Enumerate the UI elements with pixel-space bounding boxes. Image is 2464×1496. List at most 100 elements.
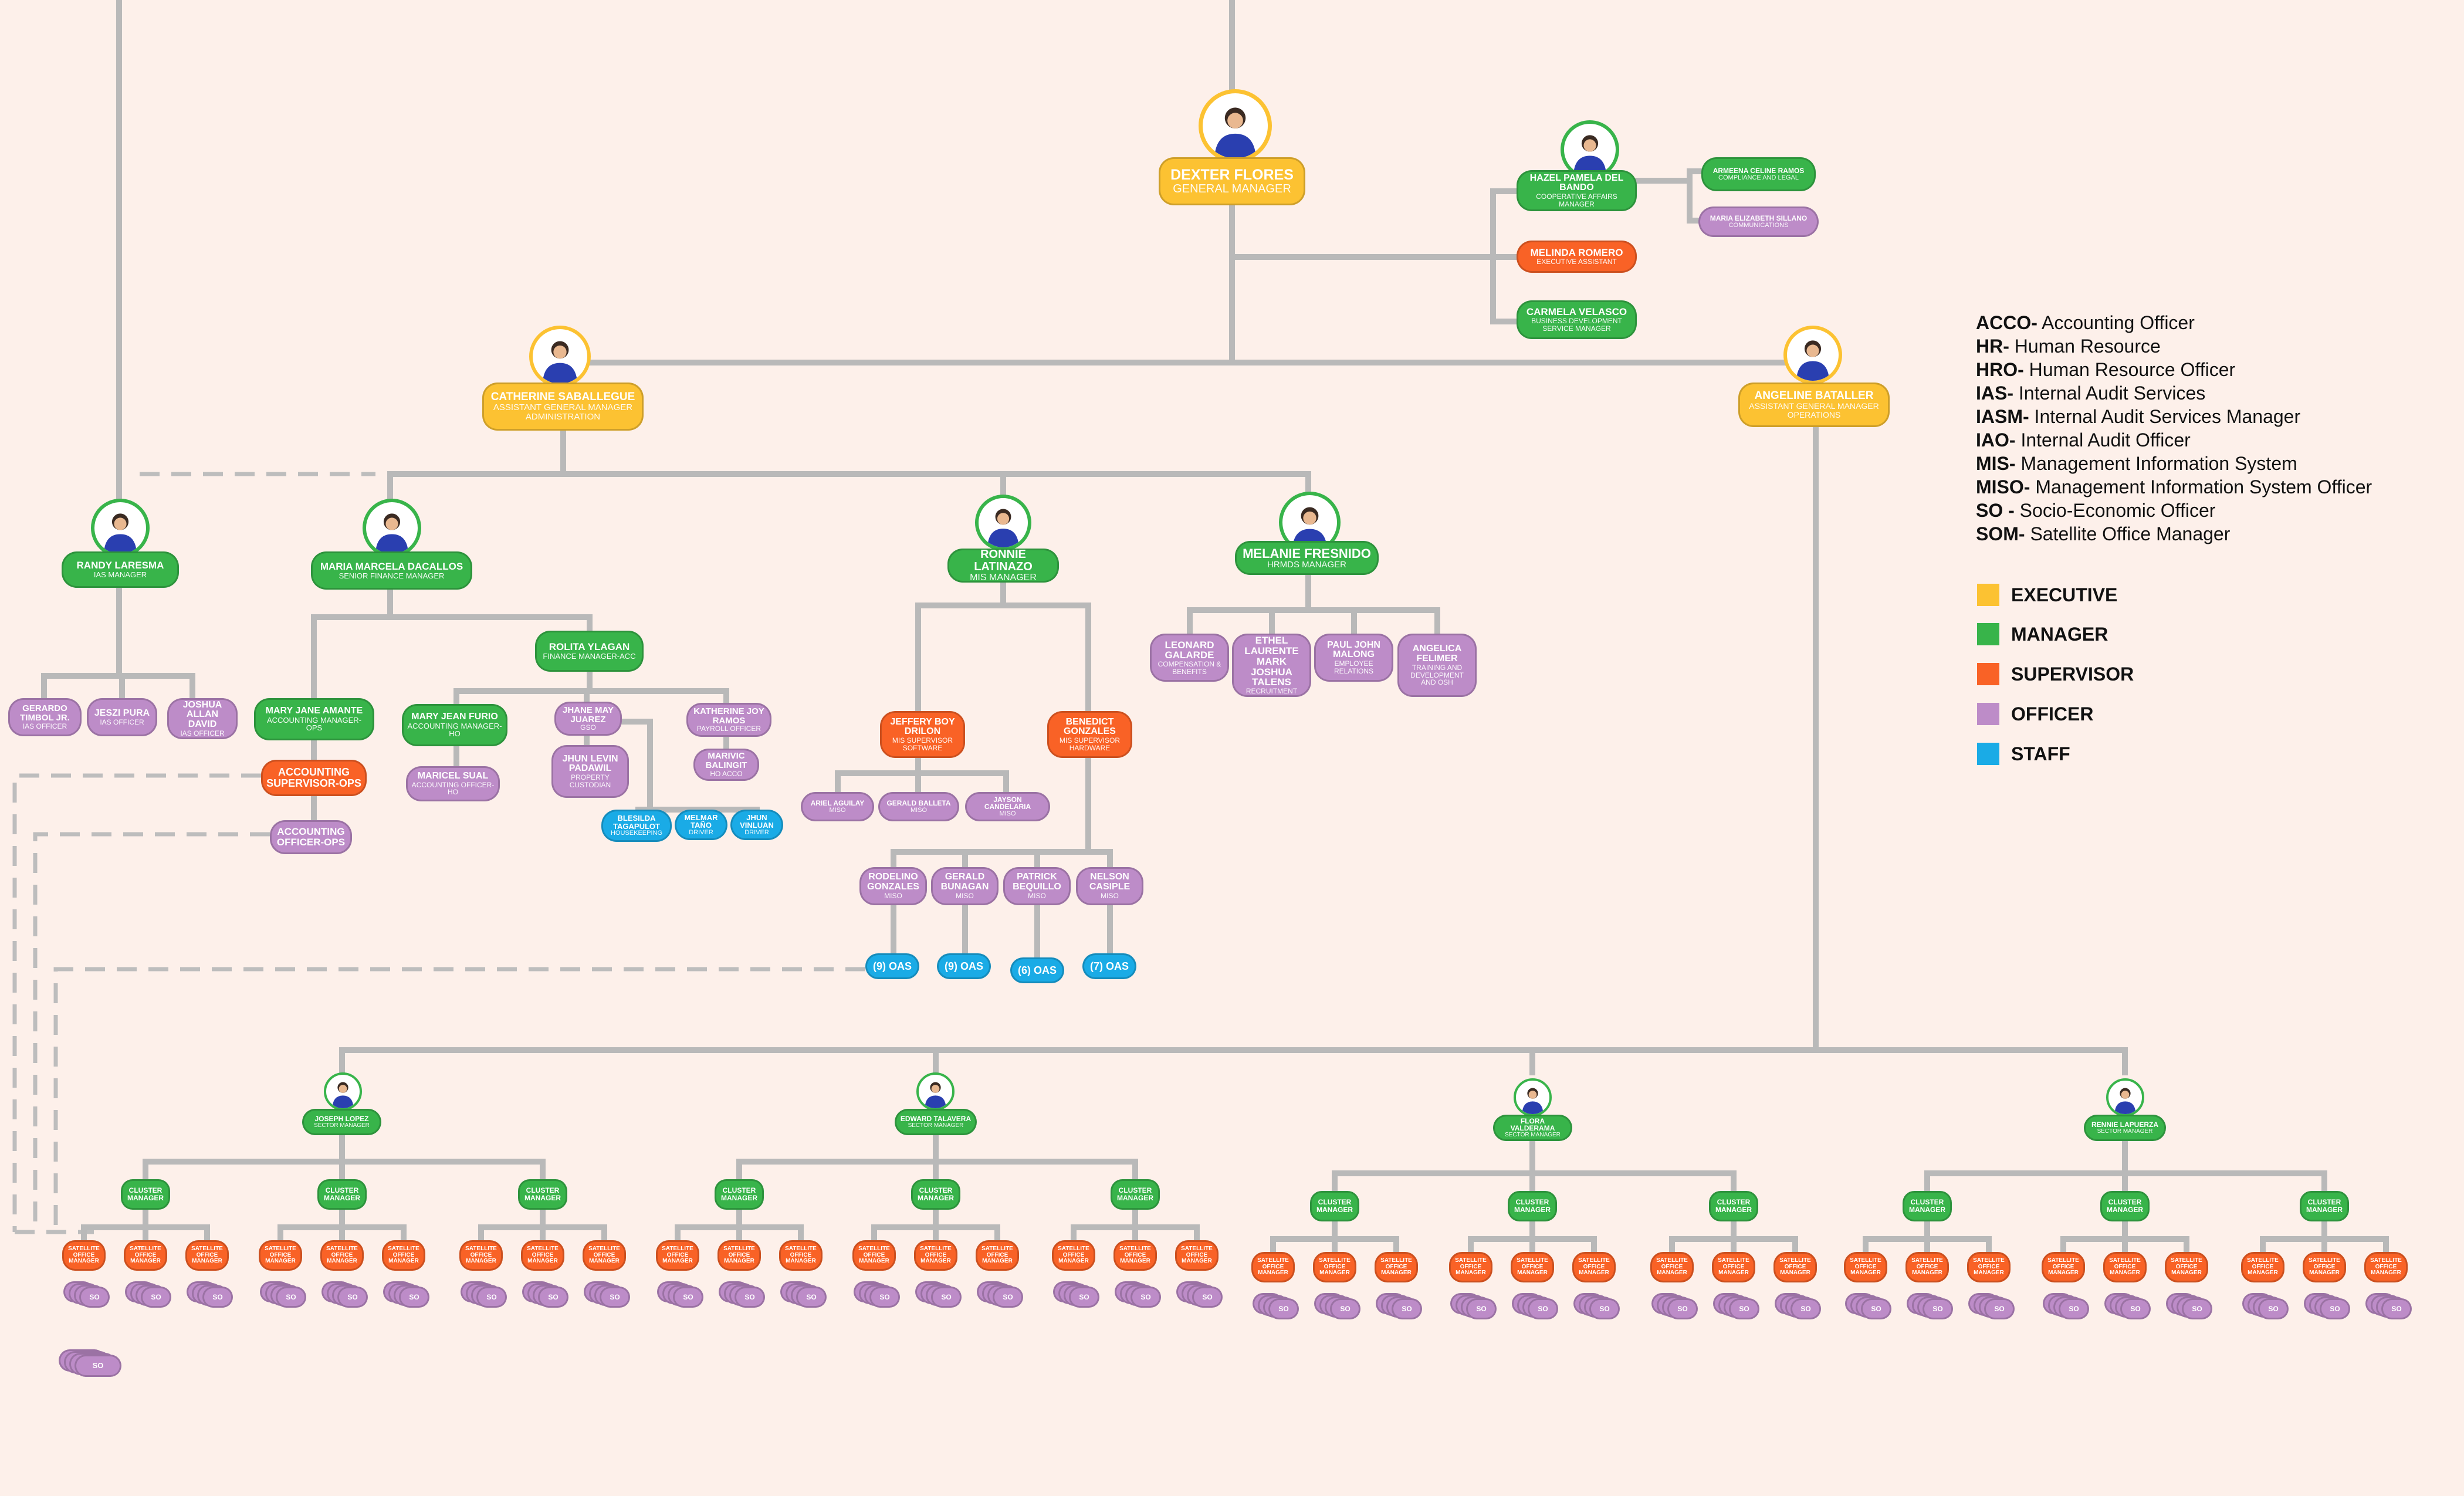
legend-abbr: IAS- — [1976, 383, 2013, 404]
satellite-office-manager: SATELLITE OFFICE MANAGER — [185, 1240, 229, 1271]
node-title: DRIVER — [689, 828, 713, 836]
satellite-office-manager: SATELLITE OFFICE MANAGER — [1113, 1240, 1157, 1271]
node-title: ACCOUNTING MANAGER-OPS — [266, 715, 362, 733]
avatar-icon — [324, 1072, 362, 1111]
so-badge: SO — [1791, 1298, 1821, 1319]
legend-abbreviation: MISO- Management Information System Offi… — [1976, 475, 2372, 499]
node-name: JEFFERY BOY DRILON — [890, 716, 955, 737]
satellite-office-manager: SATELLITE OFFICE MANAGER — [320, 1240, 364, 1271]
node-title: COMMUNICATIONS — [1728, 221, 1789, 229]
node-title: PAYROLL OFFICER — [696, 725, 761, 733]
legend-text: Internal Audit Services Manager — [2029, 406, 2301, 427]
so-badge: SO — [538, 1287, 568, 1308]
legend-abbr: IAO- — [1976, 429, 2016, 451]
so-badge: SO — [1192, 1287, 1223, 1308]
legend-text: Internal Audit Services — [2013, 383, 2206, 404]
satellite-office-manager: SATELLITE OFFICE MANAGER — [1313, 1252, 1356, 1282]
node-title: SECTOR MANAGER — [908, 1122, 964, 1129]
cluster-manager: CLUSTER MANAGER — [518, 1179, 567, 1210]
legend-abbreviation: HRO- Human Resource Officer — [1976, 358, 2372, 381]
cluster-manager: CLUSTER MANAGER — [1111, 1179, 1160, 1210]
node-name: ARIEL AGUILAY — [810, 798, 865, 807]
node-title: SECTOR MANAGER — [314, 1122, 370, 1129]
legend-abbreviation: ACCO- Accounting Officer — [1976, 311, 2372, 334]
node-title: MIS SUPERVISOR HARDWARE — [1059, 736, 1121, 752]
node-title: FINANCE MANAGER-ACC — [543, 652, 636, 661]
legend-text: Satellite Office Manager — [2025, 523, 2231, 544]
node-name: BLESILDA TAGAPULOT — [613, 814, 660, 831]
node-name: MARIA ELIZABETH SILLANO — [1710, 214, 1808, 222]
cluster-manager: CLUSTER MANAGER — [2300, 1191, 2349, 1221]
so-badge: SO — [1729, 1298, 1759, 1319]
legend-abbreviation: IAO- Internal Audit Officer — [1976, 428, 2372, 452]
cluster-manager: CLUSTER MANAGER — [911, 1179, 960, 1210]
legend-key-manager: MANAGER — [1977, 623, 2108, 645]
satellite-office-manager: SATELLITE OFFICE MANAGER — [1375, 1252, 1418, 1282]
node-title: MISO — [910, 806, 928, 814]
node-title: MIS MANAGER — [970, 572, 1037, 583]
legend-abbr: SOM- — [1976, 523, 2025, 544]
legend-abbreviation: SO - Socio-Economic Officer — [1976, 499, 2372, 522]
satellite-office-manager: SATELLITE OFFICE MANAGER — [1967, 1252, 2011, 1282]
node-name: JOSHUA ALLAN DAVID — [182, 699, 222, 730]
node-name: ROLITA YLAGAN — [549, 641, 630, 653]
so-badge: SO — [1984, 1298, 2015, 1319]
so-badge: SO — [2120, 1298, 2151, 1319]
oas-badge: (7) OAS — [1082, 953, 1136, 979]
so-badge: SO — [2059, 1298, 2089, 1319]
legend-swatch — [1977, 703, 1999, 725]
node-name: ACCOUNTING SUPERVISOR-OPS — [266, 766, 361, 789]
so-badge: SO — [1528, 1298, 1558, 1319]
so-badge: SO — [1861, 1298, 1891, 1319]
legend-key-staff: STAFF — [1977, 743, 2070, 765]
legend-text: Management Information System Officer — [2030, 476, 2372, 497]
node-title: IAS OFFICER — [22, 722, 67, 730]
so-badge: SO — [796, 1287, 827, 1308]
so-badge: SO — [600, 1287, 630, 1308]
avatar-icon — [1199, 89, 1272, 163]
satellite-office-manager: SATELLITE OFFICE MANAGER — [2241, 1252, 2284, 1282]
satellite-office-manager: SATELLITE OFFICE MANAGER — [1449, 1252, 1492, 1282]
avatar-icon — [91, 499, 150, 557]
legend-abbr: SO - — [1976, 500, 2015, 521]
legend-key-label: SUPERVISOR — [2011, 663, 2134, 685]
node-title: COMPENSATION & BENEFITS — [1157, 660, 1221, 676]
node-title: IAS MANAGER — [93, 570, 147, 580]
satellite-office-manager: SATELLITE OFFICE MANAGER — [1773, 1252, 1817, 1282]
satellite-office-manager: SATELLITE OFFICE MANAGER — [2303, 1252, 2346, 1282]
node-title: BUSINESS DEVELOPMENT SERVICE MANAGER — [1531, 317, 1622, 333]
so-badge: SO — [1330, 1298, 1360, 1319]
node-accoff: ACCOUNTING OFFICER-OPS — [270, 820, 352, 854]
node-title: GENERAL MANAGER — [1173, 182, 1291, 195]
node-gerardo: GERARDO TIMBOL JR.IAS OFFICER — [8, 698, 82, 736]
node-name: DEXTER FLORES — [1170, 167, 1294, 184]
node-title: HO ACCO — [710, 769, 743, 778]
satellite-office-manager: SATELLITE OFFICE MANAGER — [717, 1240, 761, 1271]
cluster-manager: CLUSTER MANAGER — [317, 1179, 367, 1210]
so-badge: SO — [1268, 1298, 1299, 1319]
so-badge: SO — [1923, 1298, 1953, 1319]
satellite-office-manager: SATELLITE OFFICE MANAGER — [779, 1240, 823, 1271]
so-badge: SO — [735, 1287, 765, 1308]
node-title: IAS OFFICER — [180, 729, 225, 737]
